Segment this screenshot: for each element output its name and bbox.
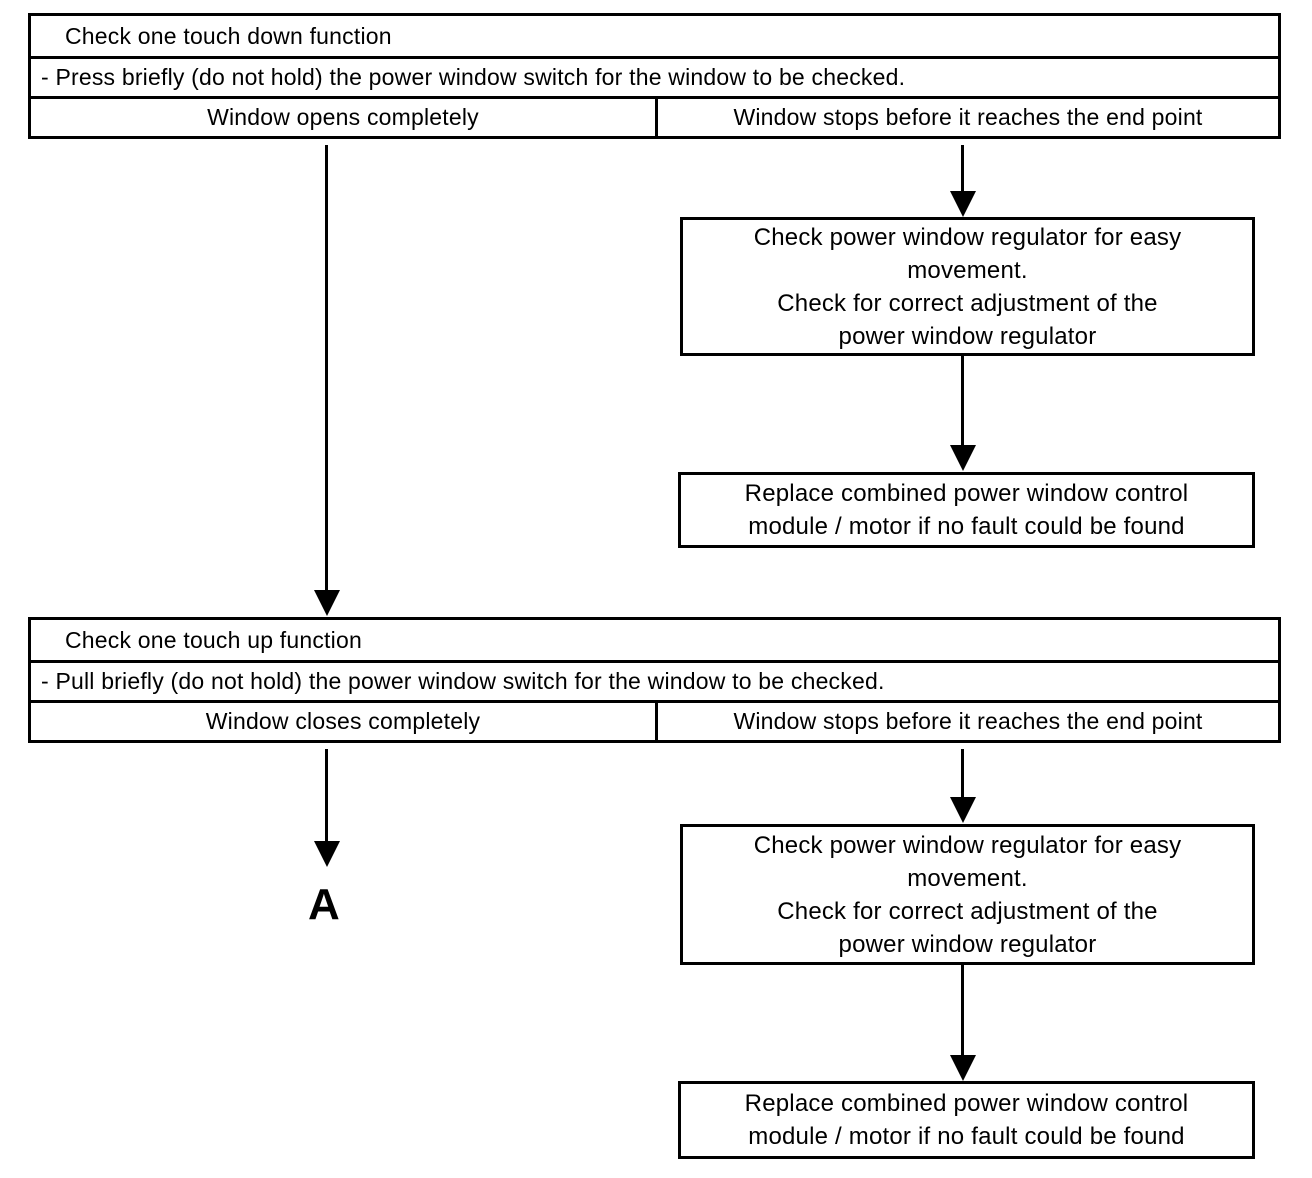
outcome-window-stops: Window stops before it reaches the end p… (655, 99, 1278, 136)
arrow-line-down-ok-to-up-table (325, 145, 328, 590)
check-one-touch-down-table: Check one touch down function - Press br… (28, 13, 1281, 139)
table-instruction-row: - Press briefly (do not hold) the power … (31, 56, 1278, 96)
table-instruction-row: - Pull briefly (do not hold) the power w… (31, 660, 1278, 700)
table-instruction: - Press briefly (do not hold) the power … (41, 64, 906, 90)
check-one-touch-up-table: Check one touch up function - Pull brief… (28, 617, 1281, 743)
arrow-line-check-to-replace-up (961, 965, 964, 1055)
table-instruction: - Pull briefly (do not hold) the power w… (41, 668, 885, 694)
check-regulator-box-down: Check power window regulator for easy mo… (680, 217, 1255, 356)
table-outcome-row: Window opens completely Window stops bef… (31, 96, 1278, 136)
outcome-window-opens: Window opens completely (207, 104, 479, 130)
outcome-window-stops: Window stops before it reaches the end p… (655, 703, 1278, 740)
replace-module-box-down: Replace combined power window control mo… (678, 472, 1255, 548)
arrow-line-check-to-replace-down (961, 356, 964, 445)
arrow-head-down-ok-to-up-table (314, 590, 340, 616)
table-title: Check one touch down function (65, 22, 392, 49)
arrow-head-check-to-replace-down (950, 445, 976, 471)
arrow-head-check-to-replace-up (950, 1055, 976, 1081)
connector-label-a: A (308, 880, 341, 929)
arrow-line-up-fail-to-check-box (961, 749, 964, 797)
table-outcome-row: Window closes completely Window stops be… (31, 700, 1278, 740)
check-regulator-box-up: Check power window regulator for easy mo… (680, 824, 1255, 965)
table-title: Check one touch up function (65, 626, 362, 653)
outcome-window-closes: Window closes completely (205, 708, 481, 734)
arrow-head-down-fail-to-check-box (950, 191, 976, 217)
table-title-row: Check one touch down function (31, 16, 1278, 56)
arrow-head-up-ok-to-connector (314, 841, 340, 867)
replace-module-box-up: Replace combined power window control mo… (678, 1081, 1255, 1159)
arrow-head-up-fail-to-check-box (950, 797, 976, 823)
arrow-line-down-fail-to-check-box (961, 145, 964, 191)
arrow-line-up-ok-to-connector (325, 749, 328, 841)
table-title-row: Check one touch up function (31, 620, 1278, 660)
